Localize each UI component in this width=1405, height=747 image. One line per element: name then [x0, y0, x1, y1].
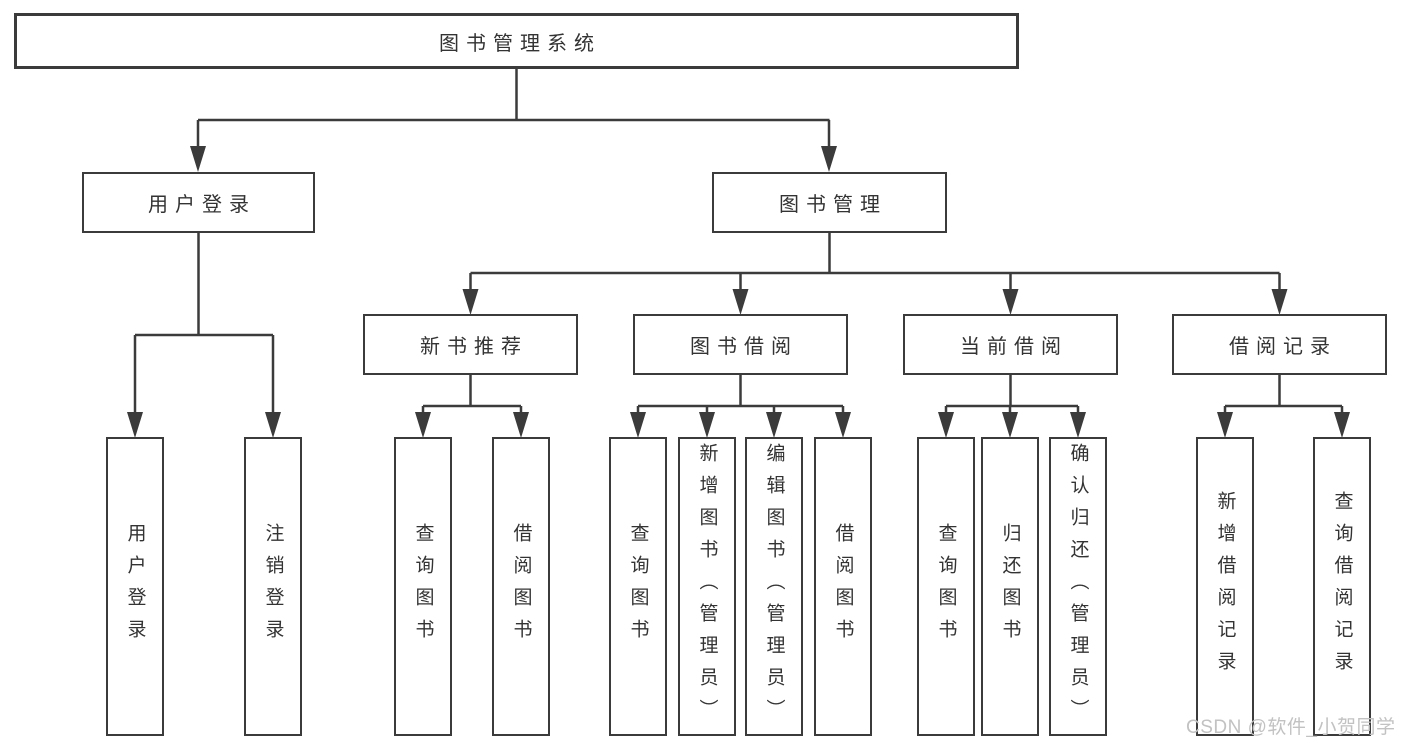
node-book-borrowing-label: 图书借阅: [690, 336, 798, 358]
node-leaf-search-books-borrow: 查询图书: [609, 437, 667, 736]
node-user-login: 用户登录: [82, 172, 315, 233]
node-new-book-recommendation-label: 新书推荐: [420, 336, 528, 358]
node-leaf-logout: 注销登录: [244, 437, 302, 736]
node-leaf-edit-book-admin: 编辑图书（管理员）: [745, 437, 803, 736]
node-leaf-return-book: 归还图书: [981, 437, 1039, 736]
node-leaf-search-books-current-label: 查询图书: [935, 522, 957, 651]
node-leaf-borrow-book-label: 借阅图书: [832, 522, 854, 651]
node-leaf-add-book-admin: 新增图书（管理员）: [678, 437, 736, 736]
node-system: 图书管理系统: [14, 13, 1019, 69]
node-leaf-search-borrow-record: 查询借阅记录: [1313, 437, 1371, 736]
node-leaf-borrow-books-recommend: 借阅图书: [492, 437, 550, 736]
node-current-borrowing: 当前借阅: [903, 314, 1118, 375]
node-leaf-return-book-label: 归还图书: [999, 522, 1021, 651]
node-leaf-user-login-label: 用户登录: [124, 522, 146, 651]
node-leaf-add-borrow-record: 新增借阅记录: [1196, 437, 1254, 736]
node-book-borrowing: 图书借阅: [633, 314, 848, 375]
node-leaf-search-borrow-record-label: 查询借阅记录: [1331, 490, 1353, 683]
node-current-borrowing-label: 当前借阅: [960, 336, 1068, 358]
node-leaf-confirm-return-admin-label: 确认归还（管理员）: [1067, 442, 1089, 731]
node-leaf-user-login: 用户登录: [106, 437, 164, 736]
node-leaf-search-books-borrow-label: 查询图书: [627, 522, 649, 651]
node-book-management-label: 图书管理: [779, 194, 887, 216]
node-leaf-logout-label: 注销登录: [262, 522, 284, 651]
node-leaf-search-books-recommend-label: 查询图书: [412, 522, 434, 651]
node-leaf-add-book-admin-label: 新增图书（管理员）: [696, 442, 718, 731]
node-book-management: 图书管理: [712, 172, 947, 233]
node-borrowing-records-label: 借阅记录: [1229, 336, 1337, 358]
node-system-label: 图书管理系统: [439, 32, 601, 55]
node-new-book-recommendation: 新书推荐: [363, 314, 578, 375]
node-leaf-borrow-books-recommend-label: 借阅图书: [510, 522, 532, 651]
node-user-login-label: 用户登录: [148, 194, 256, 216]
csdn-watermark: CSDN @软件_小贺同学: [1186, 717, 1396, 738]
connector-lines: [133, 69, 1344, 416]
connector-arrowheads: [127, 146, 1350, 438]
node-leaf-add-borrow-record-label: 新增借阅记录: [1214, 490, 1236, 683]
node-leaf-borrow-book: 借阅图书: [814, 437, 872, 736]
node-leaf-edit-book-admin-label: 编辑图书（管理员）: [763, 442, 785, 731]
node-leaf-search-books-recommend: 查询图书: [394, 437, 452, 736]
node-leaf-search-books-current: 查询图书: [917, 437, 975, 736]
node-borrowing-records: 借阅记录: [1172, 314, 1387, 375]
node-leaf-confirm-return-admin: 确认归还（管理员）: [1049, 437, 1107, 736]
